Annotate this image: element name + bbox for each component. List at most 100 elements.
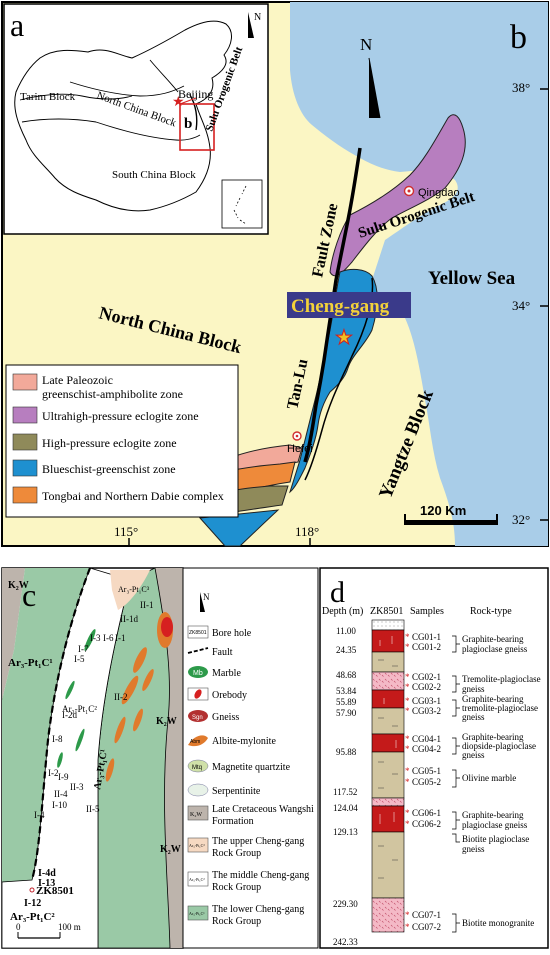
sample-marker-icon: * <box>405 910 410 920</box>
rock-label: gneiss <box>462 750 485 760</box>
legend-c-magnetite: Magnetite quartzite <box>212 762 291 773</box>
panel-c-letter: c <box>22 577 36 613</box>
lat-32-label: 32° <box>512 512 530 527</box>
beijing-star-icon: ★ <box>172 95 185 110</box>
legend-c-upper-1: The upper Cheng-gang <box>212 836 304 847</box>
ore-label: I-4 <box>34 810 45 820</box>
ore-label: I-5 <box>74 654 85 664</box>
panel-b-letter: b <box>510 19 527 56</box>
ore-label: I-6 <box>103 633 114 643</box>
depth-label: 11.00 <box>336 626 356 636</box>
ore-label: II-1d <box>120 614 138 624</box>
legend-c-lower-2: Rock Group <box>212 916 261 927</box>
rock-label: Tremolite-plagioclase <box>462 674 541 684</box>
ar-c1-left-label: Ar₃-Pt₁C¹ <box>8 657 53 669</box>
legend-text-paleozoic-1: Late Paleozoic <box>42 373 113 387</box>
ore-label: II-3 <box>70 782 84 792</box>
ore-label: II-1 <box>140 600 154 610</box>
chenggang-label: Cheng-gang <box>291 296 390 317</box>
rock-label: Graphite-bearing <box>462 810 524 820</box>
hefei-marker-icon <box>292 431 302 441</box>
south-china-label: South China Block <box>112 169 196 181</box>
legend-c-sym-sgn: Sgn <box>192 715 203 721</box>
rock-label: plagioclase gneiss <box>462 644 528 654</box>
rock-label: Graphite-bearing <box>462 634 524 644</box>
sample-marker-icon: * <box>405 819 410 829</box>
legend-c-middle-2: Rock Group <box>212 882 261 893</box>
ore-label: II-5 <box>86 804 100 814</box>
depth-label: 48.68 <box>336 670 357 680</box>
ore-label: I-8 <box>52 734 63 744</box>
k2w-label-1: K₂W <box>8 580 29 591</box>
borehole-icon <box>29 887 35 893</box>
scale-label-b: 120 Km <box>420 503 466 518</box>
rock-label: gneiss <box>462 844 485 854</box>
depth-label: 55.89 <box>336 697 357 707</box>
ar-c2-bottom-label: Ar₃-Pt₁C² <box>10 911 55 923</box>
sample-marker-icon: * <box>405 744 410 754</box>
panel-b-legend: Late Paleozoic greenschist-amphibolite z… <box>5 364 239 518</box>
sample-marker-icon: * <box>405 672 410 682</box>
legend-text-hp: High-pressure eclogite zone <box>42 436 177 450</box>
sample-marker-icon: * <box>405 632 410 642</box>
grid-ticks <box>128 88 548 546</box>
ore-label: I-7 <box>78 644 89 654</box>
ar-c3-label: Ar₃-Pt₁C³ <box>118 585 150 594</box>
sample-marker-icon: * <box>405 642 410 652</box>
legend-c-sym-c1: Ar₃-Pt₁C¹ <box>189 911 205 916</box>
lower-group-left <box>2 568 90 882</box>
legend-c-sym-mtq: Mtq <box>192 765 202 771</box>
beijing-label: Beijing <box>178 87 213 101</box>
depth-label: 24.35 <box>336 645 357 655</box>
ore-label: I-4d <box>38 868 56 879</box>
depth-labels: 11.00 24.35 48.68 53.84 55.89 57.90 95.8… <box>333 626 358 947</box>
sample-label: CG06-2 <box>412 819 441 829</box>
k2w-label-2: K₂W <box>156 716 177 727</box>
ore-labels: II-1 II-1d I-3 I-6 I-1 I-7 I-5 I-2d II-2… <box>24 600 154 909</box>
panel-c-map: c K₂W K₂W K₂W Ar₃-Pt₁C³ Ar₃-Pt₁C¹ Ar₃-Pt… <box>1 567 184 949</box>
rock-label: Olivine marble <box>462 773 516 783</box>
sample-label: CG03-2 <box>412 706 441 716</box>
ore-label: I-9 <box>58 772 69 782</box>
legend-text-tongbai: Tongbai and Northern Dabie complex <box>42 489 224 503</box>
marble-lenses <box>57 629 96 768</box>
ore-label: I-10 <box>52 800 67 810</box>
rock-label: Graphite-bearing <box>462 694 524 704</box>
panel-d-letter: d <box>330 576 345 609</box>
south-sea-inset <box>221 179 263 229</box>
panel-a-inset: a ★ Beijing b Tarim Block North China Bl… <box>3 3 269 235</box>
legend-c-serpentinite: Serpentinite <box>212 786 261 797</box>
ore-label: I-2 <box>48 768 59 778</box>
sample-label: CG05-1 <box>412 766 441 776</box>
lat-38-label: 38° <box>512 80 530 95</box>
ore-label: I-12 <box>24 898 41 909</box>
depth-label: 242.33 <box>333 937 358 947</box>
sample-marker-icon: * <box>405 696 410 706</box>
sample-label: CG04-1 <box>412 734 441 744</box>
study-area-box <box>179 103 215 151</box>
sample-label: CG04-2 <box>412 744 441 754</box>
north-arrow-a-icon <box>248 12 254 38</box>
yellow-sea-label: Yellow Sea <box>428 268 516 289</box>
north-label-c: N <box>203 592 210 602</box>
legend-c-wangshi-2: Formation <box>212 816 254 827</box>
chenggang-star-icon: ★ <box>335 327 353 349</box>
fault-c-line <box>30 567 92 881</box>
sample-label: CG01-1 <box>412 632 441 642</box>
tarim-label: Tarim Block <box>20 91 76 103</box>
k2w-label-3: K₂W <box>160 844 181 855</box>
qingdao-marker-icon <box>403 185 415 197</box>
north-label-a: N <box>254 12 261 23</box>
legend-c-lower-1: The lower Cheng-gang <box>212 904 304 915</box>
depth-label: 117.52 <box>333 787 357 797</box>
north-arrow-icon <box>368 57 381 119</box>
north-arrow-c-icon <box>200 592 205 612</box>
sample-marker-icon: * <box>405 734 410 744</box>
legend-swatch-tongbai <box>12 486 38 504</box>
rock-label: Graphite-bearing <box>462 732 524 742</box>
depth-label: 95.88 <box>336 747 357 757</box>
legend-c-sym-k2w: K₂W <box>190 812 202 818</box>
sample-label: CG02-1 <box>412 672 441 682</box>
blueschist-wedge <box>198 509 280 547</box>
